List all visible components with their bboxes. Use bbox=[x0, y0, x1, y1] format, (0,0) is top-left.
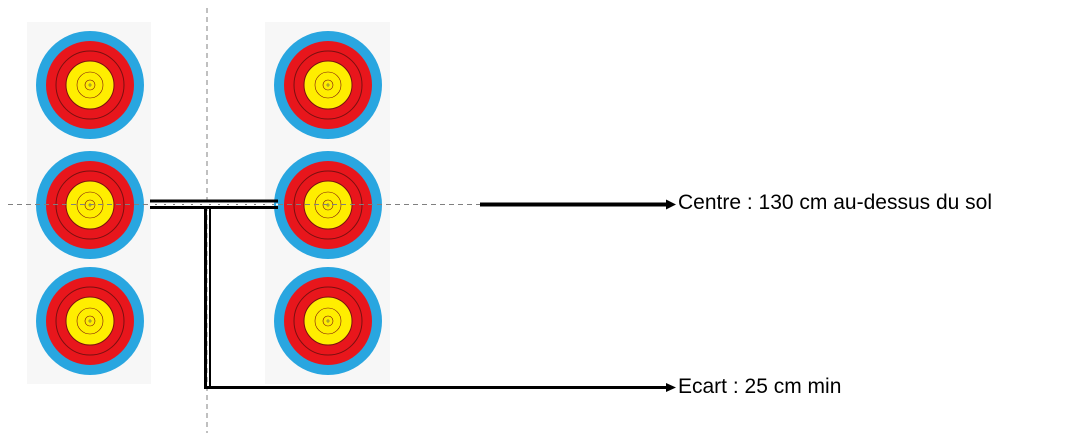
target-left-bottom bbox=[36, 267, 144, 375]
target-center-cross bbox=[88, 319, 92, 323]
target-center-cross bbox=[326, 83, 330, 87]
target-center-cross bbox=[326, 319, 330, 323]
ecart-arrow-head bbox=[666, 383, 676, 392]
centre-height-label: Centre : 130 cm au-dessus du sol bbox=[678, 191, 992, 214]
target-right-top bbox=[274, 31, 382, 139]
centre-arrow-head bbox=[666, 199, 676, 210]
target-center-cross bbox=[88, 83, 92, 87]
target-left-top bbox=[36, 31, 144, 139]
target-right-bottom bbox=[274, 267, 382, 375]
spacing-min-label: Ecart : 25 cm min bbox=[678, 375, 842, 398]
